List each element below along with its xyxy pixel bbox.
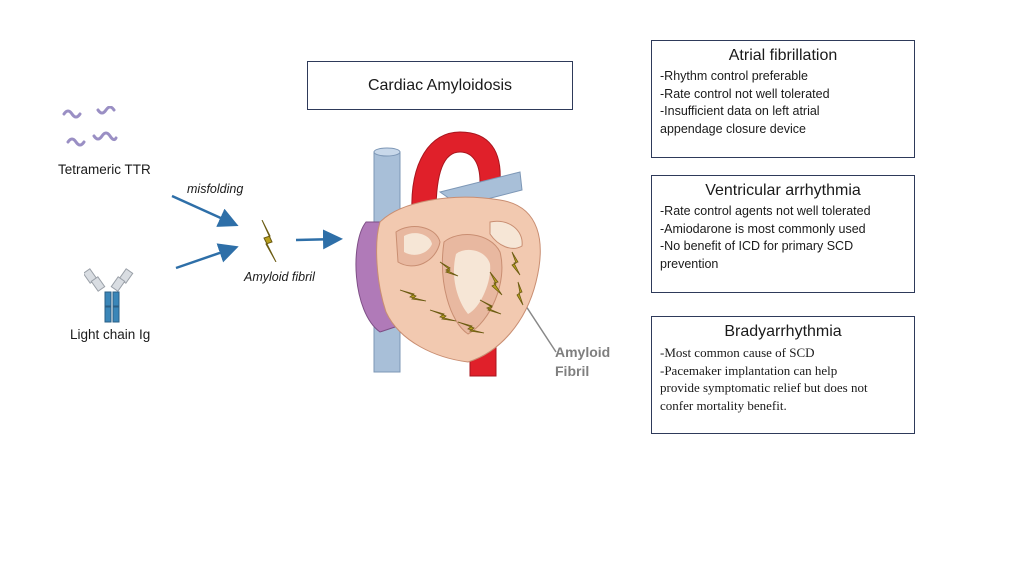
pointer-amyloid-fibril: [521, 299, 557, 353]
light-chain-label: Light chain Ig: [70, 327, 151, 342]
brady-item: provide symptomatic relief but does not: [660, 380, 868, 395]
va-item: prevention: [660, 256, 719, 271]
va-item: -Rate control agents not well tolerated: [660, 204, 871, 218]
af-item: -Rhythm control preferable: [660, 69, 808, 83]
brady-title: Bradyarrhythmia: [724, 323, 842, 340]
arrow-fibril-to-heart: [295, 229, 343, 250]
brady-item: confer mortality benefit.: [660, 397, 787, 413]
va-item: -Amiodarone is most commonly used: [660, 221, 866, 236]
va-title: Ventricular arrhythmia: [705, 182, 861, 199]
arrow-ttr-to-fibril: [171, 194, 239, 227]
va-item: -No benefit of ICD for primary SCD: [660, 239, 854, 253]
amyloid-fibril-icon: [261, 220, 277, 262]
misfolding-label: misfolding: [187, 182, 244, 196]
arrow-lc-to-fibril: [175, 243, 239, 270]
heart-illustration: [355, 131, 541, 377]
ttr-label: Tetrameric TTR: [58, 162, 151, 177]
af-item: appendage closure device: [660, 121, 806, 136]
antibody-icon: [84, 268, 134, 323]
af-item: -Insufficient data on left atrial: [660, 104, 820, 118]
heart-fibril-label: Amyloid Fibril: [555, 344, 611, 379]
amyloid-fibril-label: Amyloid fibril: [244, 270, 315, 284]
ttr-tetramer-icon: [62, 106, 118, 147]
diagram-title: Cardiac Amyloidosis: [367, 76, 513, 94]
ventricular-arrhythmia-box: Ventricular arrhythmia -Rate control age…: [651, 175, 915, 293]
atrial-fibrillation-box: Atrial fibrillation -Rhythm control pref…: [651, 40, 915, 158]
af-title: Atrial fibrillation: [728, 47, 838, 64]
af-item: -Rate control not well tolerated: [660, 86, 830, 101]
brady-item: -Pacemaker implantation can help: [660, 362, 838, 378]
bradyarrhythmia-box: Bradyarrhythmia -Most common cause of SC…: [651, 316, 915, 434]
brady-item: -Most common cause of SCD: [660, 345, 815, 360]
title-box: Cardiac Amyloidosis: [307, 61, 573, 110]
heart-fibrils: [399, 251, 524, 334]
